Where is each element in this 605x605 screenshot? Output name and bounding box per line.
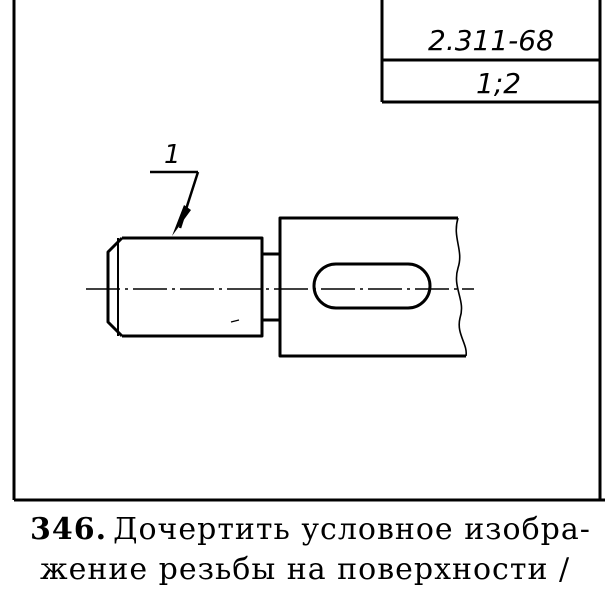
break-line bbox=[455, 217, 467, 357]
keyway-slot bbox=[312, 262, 432, 310]
leader-label: 1 bbox=[164, 140, 181, 170]
shaft-neck bbox=[262, 252, 280, 322]
caption-line-1: Дочертить условное изобра- bbox=[113, 512, 591, 547]
shaft-large-cylinder bbox=[278, 216, 466, 358]
title-block bbox=[380, 0, 600, 104]
shaft-threaded-cylinder bbox=[122, 236, 264, 338]
drawing-frame bbox=[12, 0, 605, 502]
shaft-part bbox=[106, 216, 467, 358]
surface-mark bbox=[230, 319, 240, 323]
figure-caption: 346.Дочертить условное изобра- жение рез… bbox=[30, 510, 590, 590]
leader-line bbox=[150, 170, 200, 229]
scale-value: 1;2 bbox=[476, 67, 521, 100]
standard-number: 2.311-68 bbox=[428, 24, 554, 57]
shaft-chamfer-end bbox=[106, 236, 124, 338]
figure-number: 346. bbox=[30, 512, 108, 547]
leader-arrow bbox=[172, 205, 191, 236]
caption-line-2: жение резьбы на поверхности / bbox=[40, 552, 571, 587]
